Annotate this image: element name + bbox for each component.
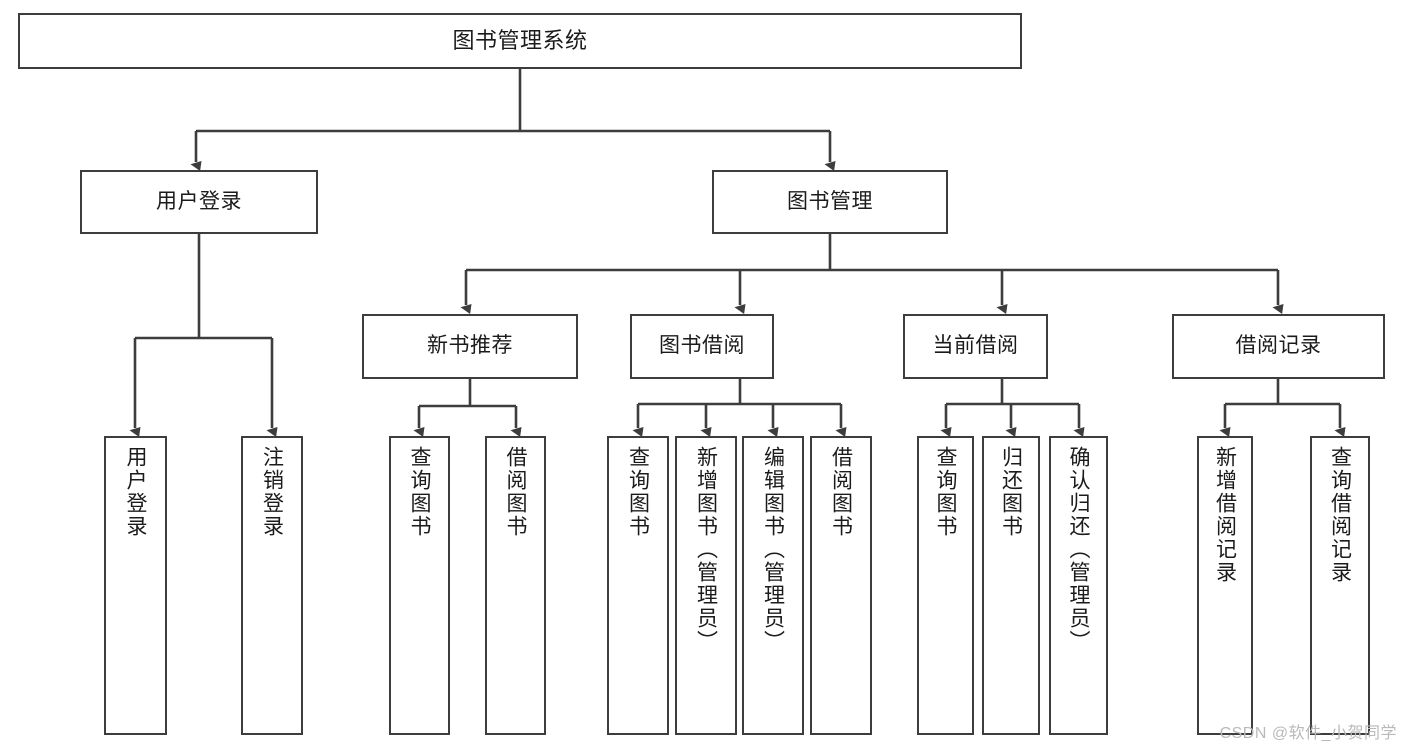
node-label: 当前借阅 <box>932 334 1019 358</box>
node-new-book-recommend[interactable]: 新书推荐 <box>362 314 578 379</box>
node-leaf-confirm-return[interactable]: 确认归还（管理员） <box>1049 436 1108 735</box>
node-book-borrow[interactable]: 图书借阅 <box>630 314 774 379</box>
node-label: 归还图书 <box>999 446 1023 538</box>
node-label: 查询图书 <box>626 446 650 538</box>
node-root-system[interactable]: 图书管理系统 <box>18 13 1022 69</box>
node-label: 图书管理 <box>787 189 873 213</box>
node-leaf-borrow-book-2[interactable]: 借阅图书 <box>810 436 872 735</box>
node-label: 注销登录 <box>260 446 284 538</box>
node-label: 借阅图书 <box>504 446 527 538</box>
node-leaf-add-record[interactable]: 新增借阅记录 <box>1197 436 1253 735</box>
node-label: 用户登录 <box>156 189 242 213</box>
node-label: 新书推荐 <box>427 334 513 358</box>
node-leaf-query-book-2[interactable]: 查询图书 <box>607 436 669 735</box>
node-leaf-query-record[interactable]: 查询借阅记录 <box>1310 436 1370 735</box>
node-user-login[interactable]: 用户登录 <box>80 170 318 234</box>
node-label: 图书管理系统 <box>452 28 588 54</box>
node-leaf-query-book-3[interactable]: 查询图书 <box>917 436 974 735</box>
node-label: 查询图书 <box>408 446 431 538</box>
node-borrow-record[interactable]: 借阅记录 <box>1172 314 1385 379</box>
node-leaf-return-book[interactable]: 归还图书 <box>982 436 1040 735</box>
node-book-manage[interactable]: 图书管理 <box>712 170 948 234</box>
node-label: 用户登录 <box>124 446 147 538</box>
node-label: 借阅记录 <box>1235 334 1322 358</box>
node-label: 新增图书（管理员） <box>694 446 718 653</box>
node-leaf-query-book-1[interactable]: 查询图书 <box>389 436 450 735</box>
node-label: 查询图书 <box>934 446 957 538</box>
node-label: 图书借阅 <box>659 334 745 358</box>
node-leaf-user-login[interactable]: 用户登录 <box>104 436 167 735</box>
node-label: 查询借阅记录 <box>1328 446 1352 584</box>
node-current-borrow[interactable]: 当前借阅 <box>903 314 1048 379</box>
watermark-text: CSDN @软件_小贺同学 <box>1219 725 1397 742</box>
node-leaf-edit-book[interactable]: 编辑图书（管理员） <box>742 436 804 735</box>
node-label: 编辑图书（管理员） <box>761 446 785 653</box>
node-leaf-borrow-book-1[interactable]: 借阅图书 <box>485 436 546 735</box>
node-leaf-add-book[interactable]: 新增图书（管理员） <box>675 436 737 735</box>
node-label: 借阅图书 <box>829 446 853 538</box>
node-label: 新增借阅记录 <box>1213 446 1237 584</box>
node-label: 确认归还（管理员） <box>1067 446 1090 653</box>
node-leaf-logout[interactable]: 注销登录 <box>241 436 303 735</box>
